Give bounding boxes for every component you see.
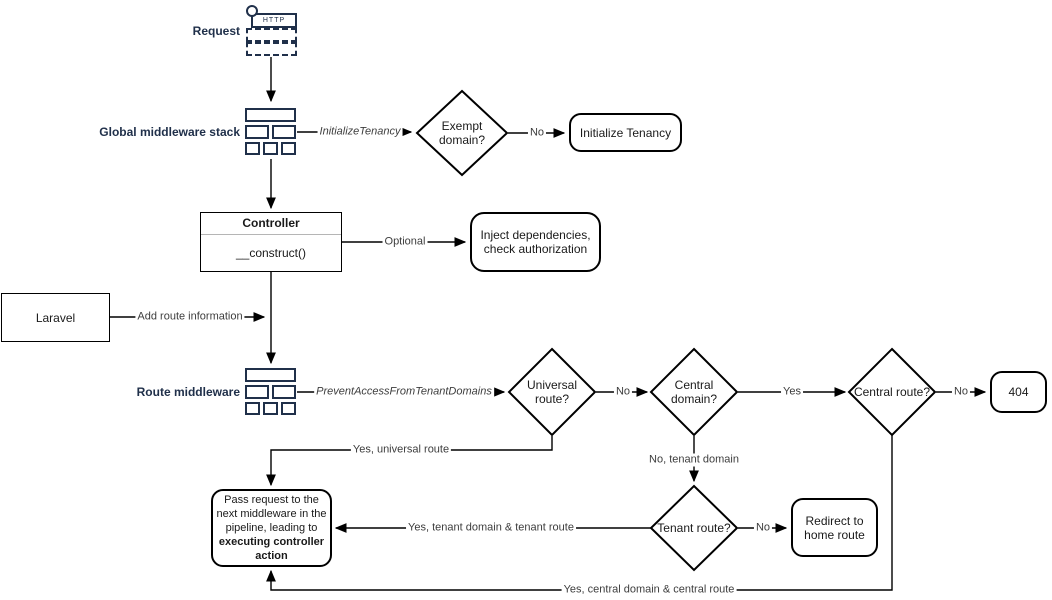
exempt-domain-label: Exempt domain? <box>438 119 486 147</box>
edge-label-yes-central-domain: Yes <box>781 385 803 399</box>
request-circle-icon <box>246 5 258 17</box>
edge-label-no-tenant-domain: No, tenant domain <box>647 453 741 467</box>
route-middleware-icon <box>281 402 296 415</box>
middleware-stack-icon <box>281 142 296 155</box>
http-request-icon: HTTP <box>251 13 297 28</box>
middleware-stack-icon <box>245 125 269 139</box>
edge-label-no-central-route: No <box>951 385 971 399</box>
universal-route-diamond <box>507 347 597 437</box>
pass-request-bold: executing controller action <box>218 536 325 562</box>
controller-title: Controller <box>201 213 341 235</box>
http-badge-label: HTTP <box>262 17 286 24</box>
404-node: 404 <box>990 371 1047 413</box>
request-body-row-icon <box>246 42 297 56</box>
edge-label-no-exempt: No <box>527 126 547 140</box>
route-middleware-icon <box>272 385 296 399</box>
edge-label-no-tenant-route: No <box>753 521 773 535</box>
edge-label-optional: Optional <box>382 235 428 249</box>
laravel-label: Laravel <box>35 310 76 325</box>
route-middleware-icon <box>263 402 278 415</box>
central-route-diamond <box>847 347 937 437</box>
edge-label-prevent-access: PreventAccessFromTenantDomains <box>314 385 494 399</box>
edge-label-yes-universal-route: Yes, universal route <box>350 443 452 457</box>
initialize-tenancy-node: Initialize Tenancy <box>569 113 682 152</box>
pass-request-node: Pass request to the next middleware in t… <box>211 489 332 567</box>
edge-label-add-route-information: Add route information <box>135 310 245 324</box>
inject-dependencies-label: Inject dependencies, check authorization <box>480 228 591 256</box>
middleware-stack-icon <box>245 142 260 155</box>
middleware-stack-icon <box>263 142 278 155</box>
universal-route-label: Universal route? <box>526 378 577 406</box>
route-middleware-label: Route middleware <box>136 385 240 399</box>
edge-label-yes-tenant: Yes, tenant domain & tenant route <box>406 521 576 535</box>
route-middleware-icon <box>245 385 269 399</box>
tenant-route-diamond <box>649 484 739 572</box>
route-middleware-icon <box>245 368 296 382</box>
laravel-node: Laravel <box>1 293 110 342</box>
inject-dependencies-node: Inject dependencies, check authorization <box>470 212 601 272</box>
middleware-stack-icon <box>245 108 296 122</box>
redirect-home-node: Redirect to home route <box>791 498 878 557</box>
redirect-home-label: Redirect to home route <box>804 513 865 542</box>
initialize-tenancy-label: Initialize Tenancy <box>579 125 672 140</box>
central-domain-label: Central domain? <box>670 378 718 406</box>
edge-label-yes-central: Yes, central domain & central route <box>561 583 737 597</box>
controller-node: Controller __construct() <box>200 212 342 272</box>
global-middleware-stack-label: Global middleware stack <box>99 125 240 139</box>
exempt-domain-diamond <box>415 89 509 177</box>
request-label: Request <box>192 24 240 38</box>
pass-request-label: Pass request to the next middleware in t… <box>216 494 327 562</box>
tenant-route-label: Tenant route? <box>657 521 731 535</box>
404-label: 404 <box>1008 385 1029 399</box>
route-middleware-icon <box>245 402 260 415</box>
controller-method: __construct() <box>235 246 307 260</box>
central-domain-diamond <box>649 347 739 437</box>
central-route-label: Central route? <box>853 385 931 399</box>
request-body-row-icon <box>246 28 297 42</box>
edge-label-no-universal: No <box>613 385 633 399</box>
middleware-stack-icon <box>272 125 296 139</box>
edge-label-initialize-tenancy: InitializeTenancy <box>317 125 403 139</box>
